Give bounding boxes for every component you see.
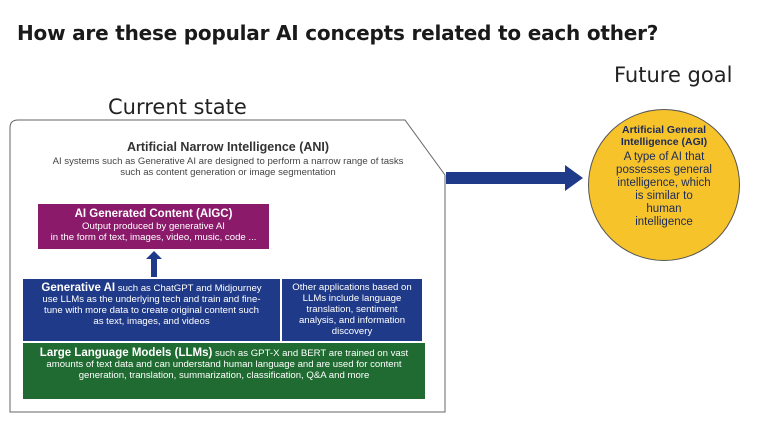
llm-heading: Large Language Models (LLMs) [39, 347, 213, 359]
up-arrow [146, 251, 162, 277]
other-applications-box: Other applications based on LLMs include… [282, 279, 422, 341]
agi-description: A type of AI that possesses general inte… [616, 151, 712, 228]
agi-circle: Artificial General Intelligence (AGI) A … [588, 109, 740, 261]
ani-block: Artificial Narrow Intelligence (ANI) AI … [18, 140, 438, 178]
generative-ai-heading: Generative AI [41, 282, 116, 294]
right-arrow [446, 165, 583, 191]
agi-heading: Artificial General Intelligence (AGI) [620, 124, 708, 148]
ani-heading: Artificial Narrow Intelligence (ANI) [126, 140, 330, 154]
current-state-label: Current state [108, 95, 247, 119]
future-goal-label: Future goal [614, 63, 733, 87]
aigc-box: AI Generated Content (AIGC) Output produ… [38, 204, 269, 249]
ani-description: AI systems such as Generative AI are des… [52, 156, 404, 178]
llm-box: Large Language Models (LLMs) such as GPT… [23, 343, 425, 399]
page-title: How are these popular AI concepts relate… [17, 21, 659, 45]
aigc-description: Output produced by generative AI in the … [50, 221, 257, 243]
generative-ai-box: Generative AI such as ChatGPT and Midjou… [23, 279, 280, 341]
aigc-heading: AI Generated Content (AIGC) [74, 208, 233, 220]
